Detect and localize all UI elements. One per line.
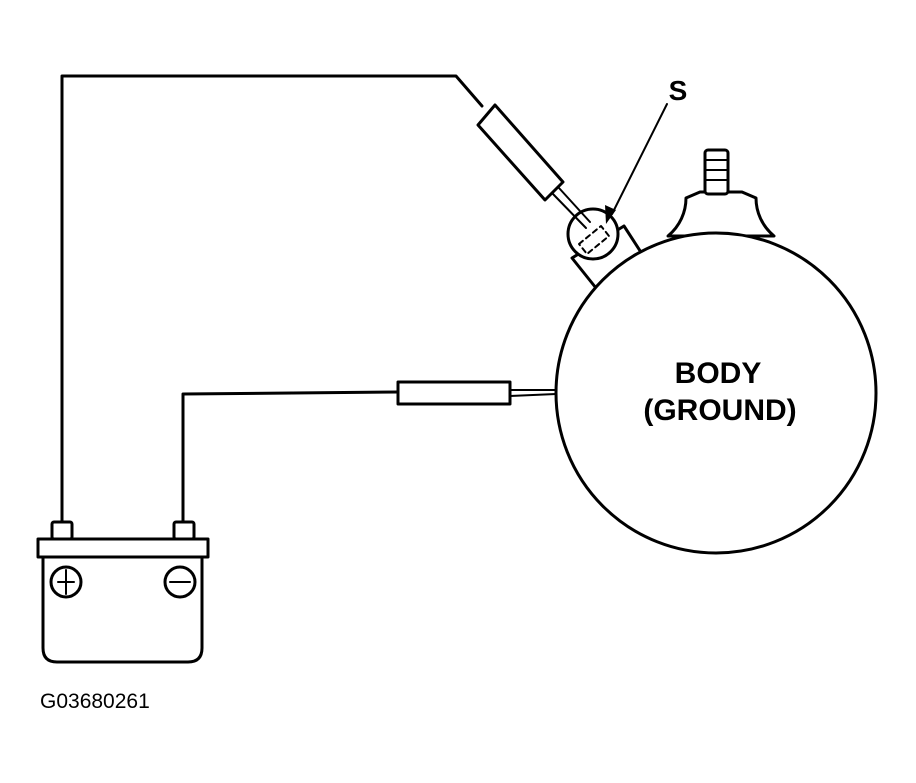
test-lead-negative <box>181 380 557 526</box>
threaded-stud <box>703 148 730 196</box>
callout-s-label: S <box>669 75 688 106</box>
callout-s: S <box>605 75 687 224</box>
terminal-s-dashed-slot <box>578 225 610 255</box>
probe-body-positive <box>476 103 565 202</box>
battery-negative-post <box>172 520 196 541</box>
probe-tip-positive <box>552 193 587 229</box>
lead-wire-negative <box>181 390 400 526</box>
starter-mounting-boss <box>666 190 776 238</box>
ground-label: (GROUND) <box>643 394 796 427</box>
battery-lid <box>36 537 210 559</box>
battery-case <box>41 555 204 664</box>
body-label: BODY <box>675 357 762 390</box>
callout-leader <box>611 103 668 215</box>
lead-wire-positive <box>60 74 484 526</box>
starter-body-circle <box>554 231 878 555</box>
test-lead-positive <box>60 74 591 526</box>
figure-code: G03680261 <box>40 690 150 713</box>
battery-positive-post <box>50 520 74 541</box>
battery <box>36 520 210 664</box>
probe-body-negative <box>396 380 512 406</box>
callout-arrowhead <box>605 205 616 224</box>
